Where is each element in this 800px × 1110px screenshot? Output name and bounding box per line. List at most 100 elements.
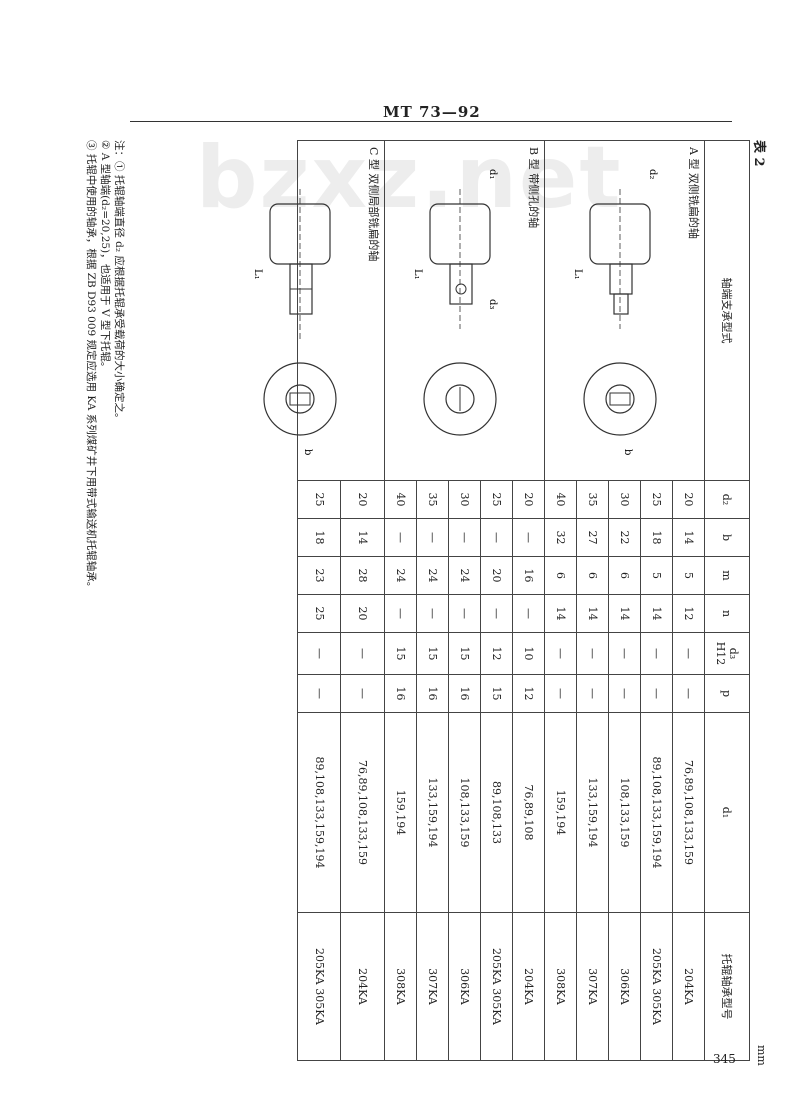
cell: —	[448, 518, 481, 557]
cell: 308KA	[544, 912, 577, 1061]
cell: 20	[341, 594, 385, 633]
cell: 15	[416, 632, 449, 675]
col-header: n	[704, 594, 750, 633]
cell: 40	[544, 480, 577, 519]
cell: 204KA	[672, 912, 705, 1061]
type-label-a: A 型 双侧铣扁的轴	[687, 147, 700, 239]
cell: 18	[640, 518, 673, 557]
cell: —	[640, 674, 673, 713]
cell: 14	[576, 594, 609, 633]
cell: 89,108,133,159,194	[640, 712, 673, 913]
cell: —	[608, 674, 641, 713]
cell: —	[512, 594, 545, 633]
cell: 14	[608, 594, 641, 633]
cell: 16	[416, 674, 449, 713]
cell: 30	[448, 480, 481, 519]
unit-label: mm	[755, 1045, 768, 1066]
col-header: d₃ H12	[704, 632, 750, 675]
dim-label: d₃	[487, 299, 498, 309]
cell: 159,194	[544, 712, 577, 913]
cell: 28	[341, 556, 385, 595]
cell: 20	[512, 480, 545, 519]
cell: 14	[544, 594, 577, 633]
figure-cell-a: A 型 双侧铣扁的轴 L₁ b d₂	[544, 140, 705, 481]
shaft-drawing-b: L₁ d₁ d₃	[412, 169, 498, 436]
cell: 35	[416, 480, 449, 519]
cell: —	[576, 674, 609, 713]
page-number: 345	[713, 1052, 736, 1066]
cell: —	[384, 594, 417, 633]
cell: —	[576, 632, 609, 675]
cell: 76,89,108,133,159	[341, 712, 385, 913]
col-header: 轴端支承型式	[704, 140, 750, 481]
cell: 108,133,159	[448, 712, 481, 913]
cell: 30	[608, 480, 641, 519]
cell: 25	[480, 480, 513, 519]
cell: 18	[297, 518, 341, 557]
type-label-b: B 型 带侧孔的轴	[527, 147, 540, 229]
note-2: ② A 型轴端(d₂=20,25)，也适用于 V 型下托辊。	[99, 140, 111, 373]
figure-cell-c: C 型 双侧局部铣扁的轴 L₁ b	[252, 140, 385, 481]
spec-table: 轴端支承型式 d₂ b m n d₃ H12 p d₁ 托辊轴承型号 A 型 双…	[252, 140, 750, 1061]
cell: 204KA	[512, 912, 545, 1061]
cell: 12	[512, 674, 545, 713]
cell: —	[480, 518, 513, 557]
shaft-drawing-c: L₁ b	[252, 189, 337, 455]
cell: 12	[480, 632, 513, 675]
cell: 6	[544, 556, 577, 595]
cell: 20	[480, 556, 513, 595]
cell: 20	[672, 480, 705, 519]
cell: —	[416, 594, 449, 633]
header-rule	[130, 121, 732, 122]
cell: 89,108,133	[480, 712, 513, 913]
cell: 15	[480, 674, 513, 713]
cell: —	[480, 594, 513, 633]
cell: —	[341, 632, 385, 675]
standard-header: MT 73—92	[383, 103, 481, 121]
cell: 15	[448, 632, 481, 675]
note-1: 注：① 托辊轴端直径 d₂ 应根据托辊承受载荷的大小确定之。	[113, 140, 125, 424]
col-header: d₂	[704, 480, 750, 519]
cell: —	[640, 632, 673, 675]
cell: 27	[576, 518, 609, 557]
cell: —	[341, 674, 385, 713]
cell: 76,89,108	[512, 712, 545, 913]
cell: 306KA	[608, 912, 641, 1061]
note-3: ③ 托辊中使用的轴承，根据 ZB D93 009 规定应选用 KA 系列煤矿井下…	[85, 140, 97, 593]
cell: 308KA	[384, 912, 417, 1061]
dim-label: L₁	[412, 269, 423, 280]
dim-label: L₁	[252, 269, 263, 280]
cell: 6	[608, 556, 641, 595]
cell: —	[297, 674, 341, 713]
cell: 205KA 305KA	[480, 912, 513, 1061]
cell: 10	[512, 632, 545, 675]
cell: 25	[297, 480, 341, 519]
cell: 108,133,159	[608, 712, 641, 913]
cell: 159,194	[384, 712, 417, 913]
cell: 14	[672, 518, 705, 557]
cell: 24	[384, 556, 417, 595]
cell: 16	[512, 556, 545, 595]
col-header: b	[704, 518, 750, 557]
type-label-c: C 型 双侧局部铣扁的轴	[367, 147, 380, 262]
cell: 15	[384, 632, 417, 675]
cell: —	[672, 674, 705, 713]
cell: 76,89,108,133,159	[672, 712, 705, 913]
cell: 22	[608, 518, 641, 557]
dim-label: d₁	[487, 169, 498, 179]
cell: 5	[640, 556, 673, 595]
col-header: p	[704, 674, 750, 713]
table-title: 表 2	[751, 140, 766, 167]
cell: —	[448, 594, 481, 633]
cell: —	[416, 518, 449, 557]
rotated-table-area: 表 2 mm 轴端支承型式 d₂ b m n d₃ H12 p d₁ 托辊轴承型…	[30, 80, 780, 1080]
cell: 306KA	[448, 912, 481, 1061]
cell: 32	[544, 518, 577, 557]
dim-label: b	[302, 449, 313, 455]
cell: 25	[640, 480, 673, 519]
cell: 23	[297, 556, 341, 595]
cell: 24	[416, 556, 449, 595]
cell: —	[544, 674, 577, 713]
col-header: 托辊轴承型号	[704, 912, 750, 1061]
table-row: A 型 双侧铣扁的轴 L₁ b d₂ 20 14	[544, 140, 705, 1061]
